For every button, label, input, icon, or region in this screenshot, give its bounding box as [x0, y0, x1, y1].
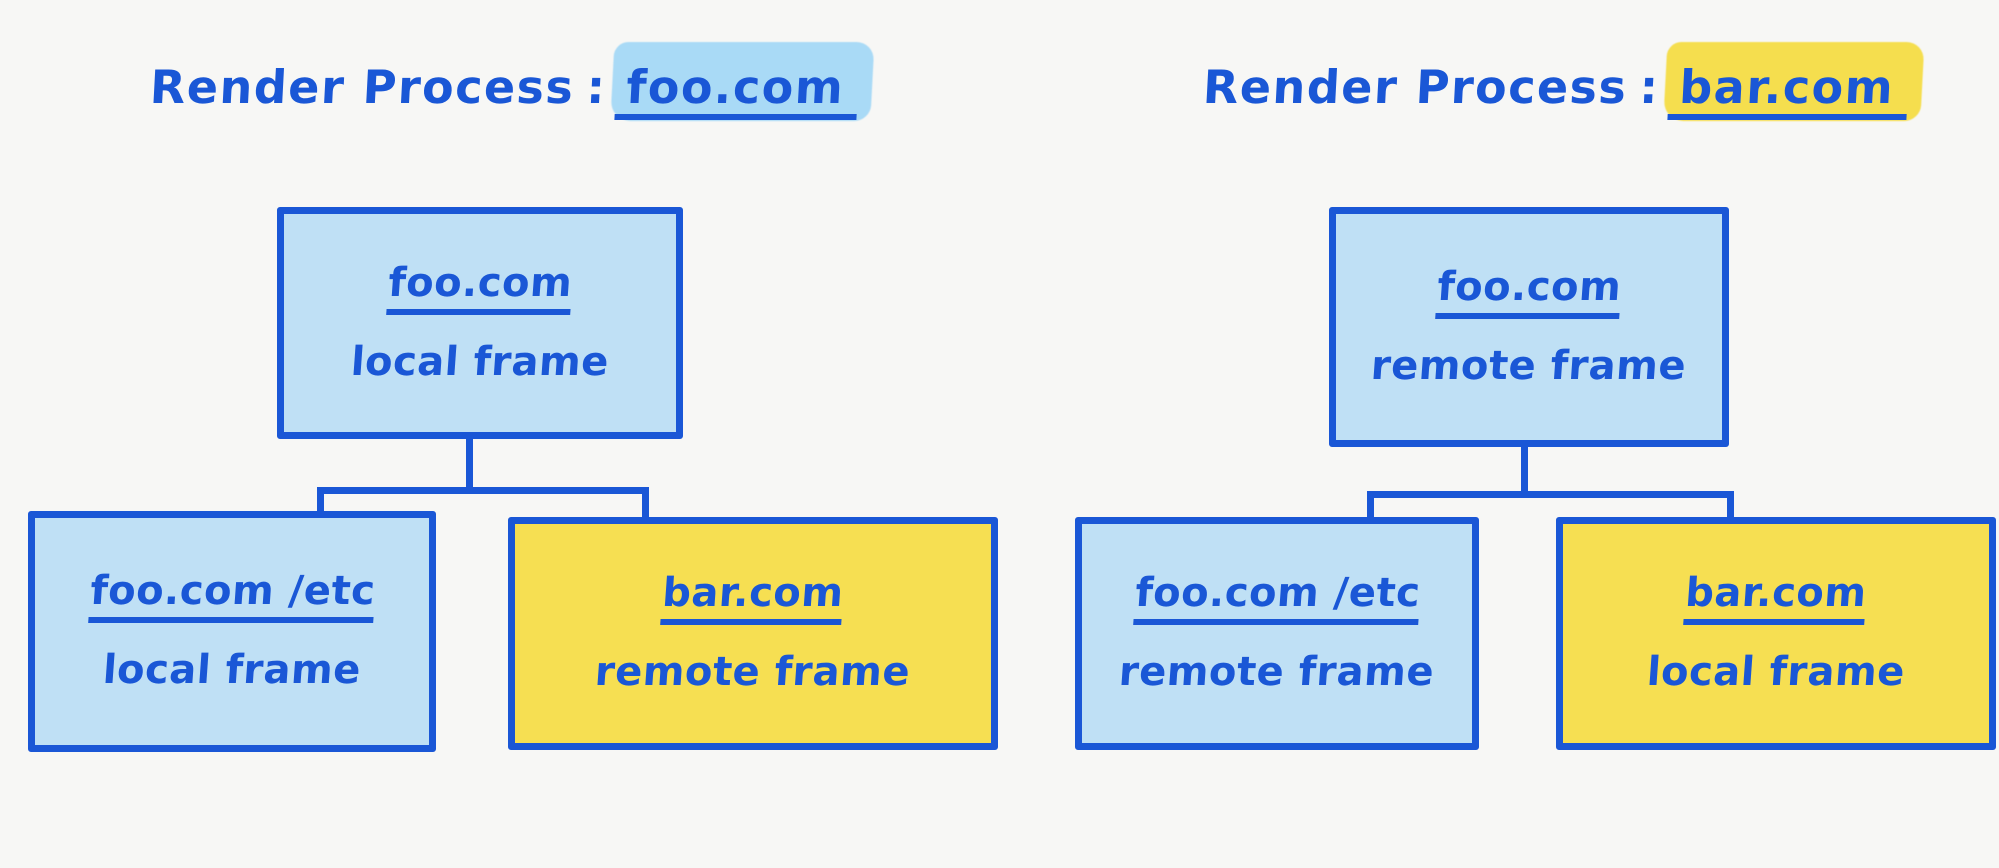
panel-title-left-domain-text: foo.com — [625, 60, 846, 114]
node-right-root-domain: foo.com — [1435, 264, 1623, 319]
connector-left-drop-right — [642, 487, 649, 523]
panel-title-left-domain: foo.com — [610, 42, 875, 121]
panel-title-right-domain-text: bar.com — [1678, 60, 1896, 114]
panel-title-right-lead: Render Process — [1201, 60, 1629, 114]
node-right-root[interactable]: foo.com remote frame — [1329, 207, 1729, 447]
connector-right-drop-right — [1727, 491, 1734, 526]
node-left-child-left-kind: local frame — [101, 647, 363, 693]
panel-title-right-colon: : — [1638, 60, 1661, 114]
node-left-root-kind: local frame — [349, 338, 611, 385]
node-right-root-kind: remote frame — [1369, 342, 1689, 389]
node-right-child-left-domain: foo.com /etc — [1132, 570, 1421, 625]
panel-title-right: Render Process : bar.com — [1201, 42, 1925, 121]
panel-title-left-colon: : — [585, 60, 608, 114]
node-left-child-left[interactable]: foo.com /etc local frame — [28, 511, 436, 752]
connector-right-root-stem — [1521, 447, 1528, 498]
connector-left-root-stem — [466, 437, 473, 493]
panel-title-right-domain: bar.com — [1663, 42, 1925, 121]
panel-title-left: Render Process : foo.com — [148, 42, 875, 121]
node-left-root[interactable]: foo.com local frame — [277, 207, 683, 439]
node-left-child-left-domain: foo.com /etc — [87, 568, 376, 623]
node-left-child-right-kind: remote frame — [593, 649, 913, 695]
node-left-root-domain: foo.com — [386, 260, 574, 315]
connector-left-bus — [317, 487, 649, 494]
node-right-child-left[interactable]: foo.com /etc remote frame — [1075, 517, 1479, 750]
connector-left-drop-left — [317, 487, 324, 517]
node-right-child-right-domain: bar.com — [1683, 570, 1869, 625]
connector-right-bus — [1367, 491, 1734, 498]
node-right-child-left-kind: remote frame — [1117, 649, 1437, 695]
node-right-child-right-kind: local frame — [1645, 649, 1907, 695]
panel-title-left-lead: Render Process — [148, 60, 576, 114]
node-left-child-right[interactable]: bar.com remote frame — [508, 517, 998, 750]
node-right-child-right[interactable]: bar.com local frame — [1556, 517, 1996, 750]
connector-right-drop-left — [1367, 491, 1374, 523]
node-left-child-right-domain: bar.com — [660, 570, 846, 625]
